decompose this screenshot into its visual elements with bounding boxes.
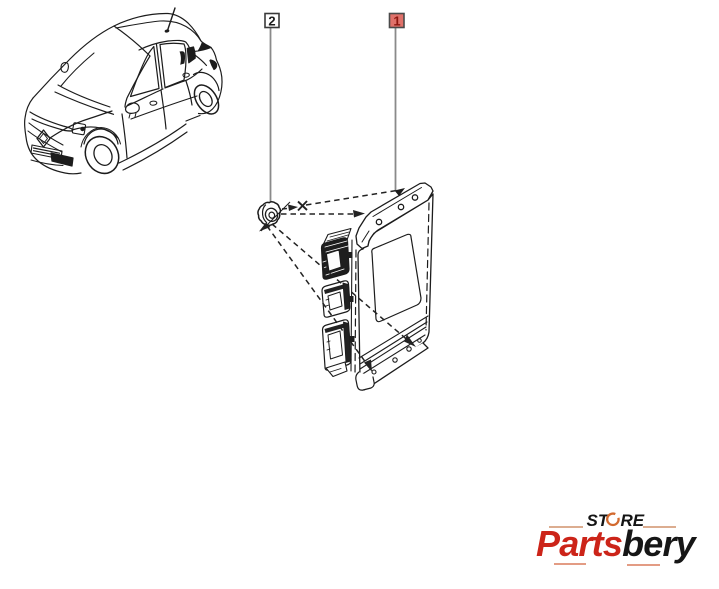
svg-text:RE: RE	[621, 511, 645, 530]
svg-text:ST: ST	[587, 511, 610, 530]
svg-text:1: 1	[393, 14, 400, 29]
svg-text:2: 2	[268, 14, 275, 29]
svg-text:Partsbery: Partsbery	[536, 523, 698, 564]
